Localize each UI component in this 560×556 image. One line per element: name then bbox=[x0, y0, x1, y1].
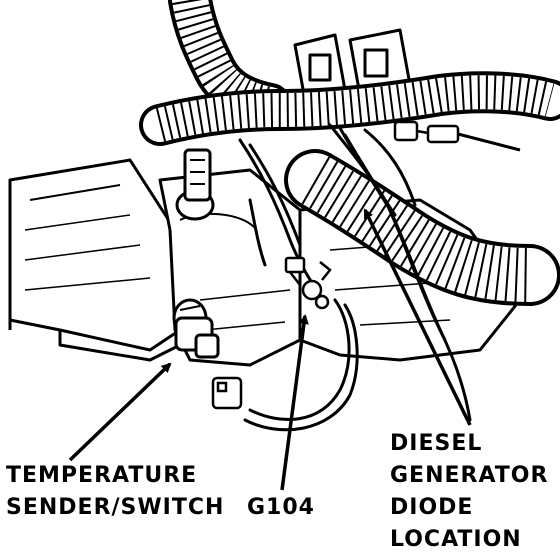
temperature-label-line-1: TEMPERATURE bbox=[6, 463, 198, 488]
temperature-label-line-2: SENDER/SWITCH bbox=[6, 495, 225, 520]
diode-label-line-1: DIESEL bbox=[390, 431, 483, 456]
g104-ground-terminal bbox=[284, 256, 332, 310]
wiring-harness bbox=[238, 123, 472, 422]
callout-arrows bbox=[68, 208, 472, 491]
upper-sensor bbox=[175, 148, 215, 221]
temperature-sender-switch bbox=[172, 298, 220, 359]
harness-plug bbox=[211, 376, 243, 410]
g104-callout-arrow bbox=[280, 314, 309, 491]
engine-block bbox=[8, 158, 182, 362]
g104-label: G104 bbox=[247, 492, 315, 524]
lower-harness-loop bbox=[243, 298, 359, 432]
diode-label-line-2: GENERATOR bbox=[390, 463, 549, 488]
diagonal-corrugated-hose bbox=[284, 149, 560, 306]
diesel-generator-diode-location-label: DIESEL GENERATOR DIODE LOCATION bbox=[390, 428, 548, 556]
diode-label-line-4: LOCATION bbox=[390, 527, 522, 552]
diode-label-line-3: DIODE bbox=[390, 495, 474, 520]
connector-plugs bbox=[393, 120, 521, 152]
temperature-callout-arrow bbox=[68, 362, 172, 462]
horizontal-corrugated-hose bbox=[139, 71, 560, 146]
diode-callout-arrow bbox=[363, 208, 472, 426]
temperature-sender-switch-label: TEMPERATURE SENDER/SWITCH bbox=[6, 460, 224, 524]
g104-label-text: G104 bbox=[247, 495, 315, 520]
upper-corrugated-hose bbox=[168, 0, 292, 127]
